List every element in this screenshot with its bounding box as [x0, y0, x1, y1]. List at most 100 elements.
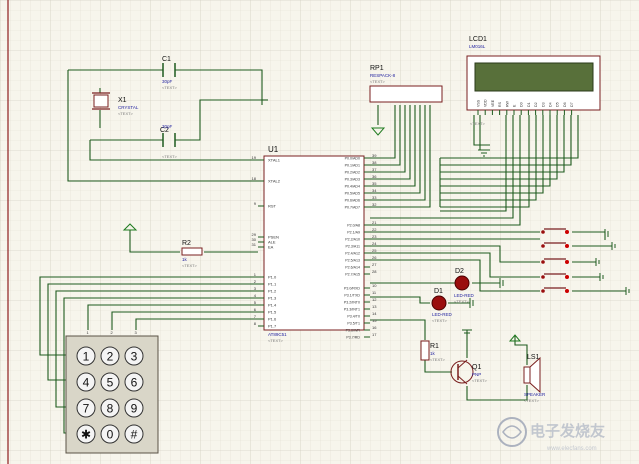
u1-pin-name: P1.2 [268, 289, 277, 294]
u1-pin-name: P3.1/TXD [344, 294, 360, 298]
ls1-power-arrow [508, 334, 522, 342]
resistor-r1: R1 1k <TEXT> [420, 340, 446, 362]
d2-value: LED-RED [454, 293, 475, 298]
u1-pin-name: P3.4/T0 [347, 315, 360, 319]
led-d2: D2 LED-RED <TEXT> [454, 268, 504, 304]
u1-pin-name: P2.4/A12 [345, 252, 360, 256]
u1-pin-number: 36 [372, 174, 377, 179]
u1-pin-number: 22 [372, 227, 377, 232]
lcd-pin-label: D0 [520, 102, 524, 107]
u1-pin-number: 28 [372, 269, 377, 274]
lcd-pin-label: VEE [491, 99, 495, 107]
r1-text: <TEXT> [430, 357, 446, 362]
u1-pin-number: 15 [372, 318, 377, 323]
switch-1 [541, 228, 569, 234]
u1-pin-number: 12 [372, 297, 377, 302]
rp1-power-arrow [370, 127, 386, 136]
u1-pin-name: P2.6/A14 [345, 266, 360, 270]
u1-pin-name: P3.5/T1 [347, 322, 360, 326]
u1-right-pins: 39P0.0/AD038P0.1/AD137P0.2/AD236P0.3/AD3… [344, 153, 377, 340]
keypad-key-cap [124, 372, 144, 392]
r2-value: 1k [182, 257, 188, 262]
lcd-pin-label: D4 [549, 102, 553, 107]
u1-pin-name: PSEN [268, 235, 279, 240]
ls1-ref: LS1 [527, 354, 540, 361]
u1-pin-number: 34 [372, 188, 377, 193]
c2-text: <TEXT> [162, 154, 178, 159]
lcd-pin-label: VSS [477, 99, 481, 107]
u1-pin-number: 29 [252, 232, 257, 237]
d1-value: LED-RED [432, 312, 453, 317]
lcd-pin-label: E [513, 104, 517, 107]
u1-pin-name: XTAL1 [268, 158, 281, 163]
keypad-key-cap [124, 398, 144, 418]
u1-value: AT89C51 [268, 332, 287, 337]
keypad-key-cap [100, 346, 120, 366]
u1-pin-name: P0.0/AD0 [345, 157, 360, 161]
u1-pin-number: 26 [372, 255, 377, 260]
u1-pin-number: 23 [372, 234, 377, 239]
c1-text: <TEXT> [162, 85, 178, 90]
u1-pin-number: 7 [254, 314, 257, 319]
rp1-ref: RP1 [370, 65, 384, 72]
crystal-x1: X1 CRYSTAL <TEXT> [92, 92, 139, 116]
lcd1-text: <TEXT> [470, 121, 486, 126]
u1-pin-number: 35 [372, 181, 377, 186]
u1-pin-name: ALE [268, 240, 276, 245]
x1-text: <TEXT> [118, 111, 134, 116]
u1-pin-number: 18 [252, 176, 257, 181]
lcd-screen [474, 62, 594, 92]
lcd-ground [478, 149, 490, 157]
u1-pin-name: P3.3/INT1 [344, 308, 360, 312]
d2-ref: D2 [455, 268, 464, 275]
u1-pin-name: P1.7 [268, 324, 277, 329]
u1-pin-number: 1 [254, 272, 257, 277]
u1-pin-name: P1.1 [268, 282, 277, 287]
keypad-key-label: # [131, 428, 138, 442]
rp1-value: RESPACK-8 [370, 73, 396, 78]
u1-pin-number: 37 [372, 167, 377, 172]
lcd1-ref: LCD1 [469, 36, 487, 43]
u1-pin-number: 32 [372, 202, 377, 207]
lcd-pin-label: D2 [534, 102, 538, 107]
u1-pin-name: EA [268, 245, 274, 250]
u1-pin-number: 16 [372, 325, 377, 330]
u1-pin-number: 8 [254, 321, 257, 326]
u1-pin-number: 30 [252, 237, 257, 242]
u1-pin-number: 14 [372, 311, 377, 316]
u1-pin-number: 38 [372, 160, 377, 165]
keypad-key-cap [124, 346, 144, 366]
lcd-pin-label: D3 [541, 102, 545, 107]
rp1-text: <TEXT> [370, 79, 386, 84]
watermark: 电子发烧友 www.elecfans.com [497, 417, 605, 452]
r1-value: 1k [430, 351, 436, 356]
u1-pin-name: P0.4/AD4 [345, 185, 360, 189]
transistor-q1: Q1 PNP <TEXT> [450, 329, 488, 385]
c1-value: 30pF [162, 79, 173, 84]
resistor-r2: R2 1k <TEXT> [122, 223, 203, 268]
lcd-pin-label: D7 [570, 102, 574, 107]
u1-pin-number: 3 [254, 286, 257, 291]
switch-4 [541, 273, 569, 279]
keypad-key-label: 0 [107, 428, 114, 442]
keypad-key-cap [100, 372, 120, 392]
led-d1: D1 LED-RED <TEXT> [431, 288, 474, 323]
keypad-key-label: 7 [83, 402, 90, 416]
u1-pin-name: P0.3/AD3 [345, 178, 360, 182]
keypad-key-cap [76, 346, 96, 366]
keypad-key-cap [76, 424, 96, 444]
keypad-column-label: 3 [135, 330, 138, 335]
u1-pin-number: 10 [372, 283, 377, 288]
keypad-key-cap [76, 398, 96, 418]
r1-ref: R1 [430, 343, 439, 350]
u1-pin-name: P1.5 [268, 310, 277, 315]
keypad-key-label: 3 [131, 350, 138, 364]
keypad-key-label: ✱ [81, 428, 91, 442]
switch-3 [541, 258, 569, 264]
pushbutton-array [541, 228, 630, 295]
